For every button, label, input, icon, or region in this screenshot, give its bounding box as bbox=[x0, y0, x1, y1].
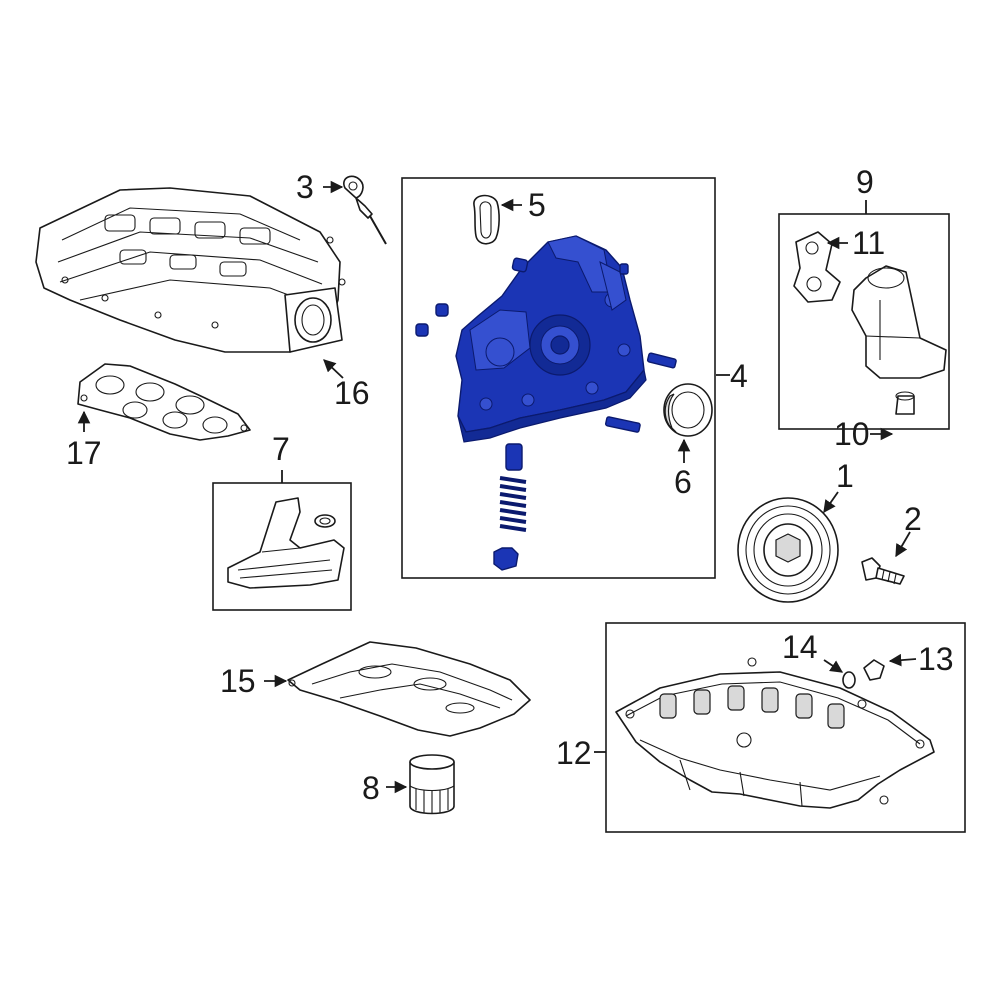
oil-pan-group-box bbox=[605, 622, 966, 833]
leader-lines bbox=[77, 180, 917, 794]
oil-pressure-switch[interactable] bbox=[895, 391, 915, 415]
callout-15: 15 bbox=[220, 663, 256, 699]
oil-strainer[interactable] bbox=[227, 497, 345, 589]
oil-dipstick[interactable] bbox=[343, 175, 387, 245]
drain-plug[interactable] bbox=[863, 659, 885, 681]
baffle-plate[interactable] bbox=[287, 641, 531, 737]
drain-washer[interactable] bbox=[842, 671, 856, 689]
callout-16: 16 bbox=[334, 375, 370, 411]
callout-4: 4 bbox=[730, 358, 748, 394]
callout-6: 6 bbox=[674, 464, 692, 500]
callout-17: 17 bbox=[66, 435, 102, 471]
pump-o-ring[interactable] bbox=[473, 194, 500, 245]
oil-pump-assembly[interactable] bbox=[415, 235, 677, 571]
callout-11: 11 bbox=[852, 225, 885, 261]
pulley-bolt[interactable] bbox=[861, 557, 905, 585]
oil-pump-group-box bbox=[401, 177, 716, 579]
crankshaft-pulley[interactable] bbox=[737, 497, 839, 603]
callout-9: 9 bbox=[856, 164, 874, 200]
callout-1: 1 bbox=[836, 458, 854, 494]
filter-housing[interactable] bbox=[851, 265, 947, 379]
callout-14: 14 bbox=[782, 629, 818, 665]
intake-manifold[interactable] bbox=[35, 187, 346, 353]
callout-3: 3 bbox=[296, 169, 314, 205]
callout-12: 12 bbox=[556, 735, 592, 771]
callout-8: 8 bbox=[362, 770, 380, 806]
callout-10: 10 bbox=[834, 416, 870, 452]
callout-7: 7 bbox=[272, 431, 290, 467]
housing-gasket[interactable] bbox=[793, 231, 841, 303]
callout-2: 2 bbox=[904, 501, 922, 537]
oil-pan[interactable] bbox=[615, 657, 935, 809]
filter-housing-group-box bbox=[778, 213, 950, 430]
callout-5: 5 bbox=[528, 187, 546, 223]
oil-filter[interactable] bbox=[409, 754, 455, 815]
crankshaft-seal[interactable] bbox=[663, 383, 713, 437]
callout-13: 13 bbox=[918, 641, 954, 677]
intake-gasket[interactable] bbox=[77, 363, 251, 441]
